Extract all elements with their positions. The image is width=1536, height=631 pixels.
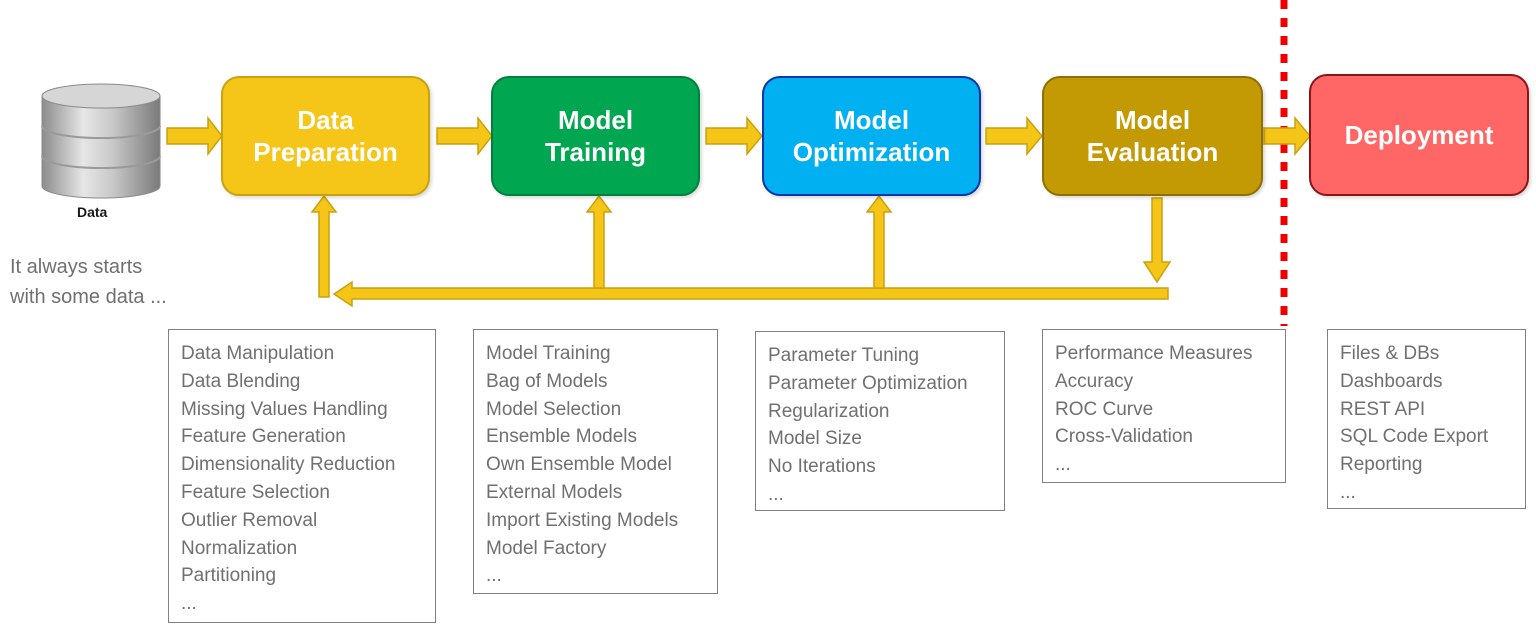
flow-arrow-data-to-preparation (166, 115, 223, 157)
note-item: SQL Code Export (1340, 426, 1489, 448)
note-item: Own Ensemble Model (486, 454, 672, 476)
intro-text: It always starts with some data ... (10, 252, 230, 312)
note-item: ... (768, 483, 784, 505)
notes-model-optimization: Parameter Tuning Parameter Optimization … (755, 331, 1005, 511)
note-item: Feature Generation (181, 426, 346, 448)
note-item: ... (1055, 454, 1071, 476)
feedback-arrow-up-to-optimization (865, 194, 893, 289)
stage-model-evaluation: Model Evaluation (1042, 76, 1263, 196)
note-item: Regularization (768, 400, 890, 422)
note-item: Normalization (181, 537, 298, 559)
stage-title-line1: Model (833, 104, 910, 135)
note-item: No Iterations (768, 456, 876, 478)
stage-title-line1: Data (297, 104, 354, 135)
flow-arrow-training-to-optimization (705, 115, 763, 157)
note-item: Parameter Optimization (768, 372, 968, 394)
stage-title-line1: Deployment (1344, 119, 1494, 150)
stage-deployment: Deployment (1309, 74, 1529, 196)
note-item: Import Existing Models (486, 509, 679, 531)
note-item: Dimensionality Reduction (181, 454, 396, 476)
note-item: ... (1340, 481, 1356, 503)
note-item: Partitioning (181, 565, 277, 587)
note-item: Accuracy (1055, 370, 1134, 392)
note-item: ... (486, 565, 502, 587)
data-caption: Data (77, 204, 108, 220)
stage-model-optimization: Model Optimization (762, 76, 981, 196)
note-item: External Models (486, 481, 623, 503)
stage-title-line2: Preparation (253, 137, 398, 167)
note-item: ROC Curve (1055, 398, 1154, 420)
note-item: Model Factory (486, 537, 607, 559)
stage-data-preparation: Data Preparation (221, 76, 430, 196)
flow-arrow-evaluation-to-deployment (1263, 115, 1311, 157)
stage-title-line2: Evaluation (1086, 137, 1219, 167)
database-icon (41, 83, 161, 199)
feedback-loop-bar (332, 280, 1169, 308)
intro-line-2: with some data ... (10, 286, 167, 308)
note-item: Outlier Removal (181, 509, 318, 531)
note-item: Data Manipulation (181, 343, 335, 364)
note-item: Performance Measures (1055, 343, 1253, 364)
note-item: Model Size (768, 428, 862, 450)
notes-data-preparation: Data Manipulation Data Blending Missing … (168, 329, 436, 623)
notes-model-evaluation: Performance Measures Accuracy ROC Curve … (1042, 329, 1286, 483)
note-item: Missing Values Handling (181, 398, 388, 420)
note-item: Feature Selection (181, 481, 330, 503)
stage-model-training: Model Training (491, 76, 700, 196)
note-item: Ensemble Models (486, 426, 638, 448)
flow-arrow-optimization-to-evaluation (985, 115, 1043, 157)
note-item: Bag of Models (486, 370, 608, 392)
note-item: Dashboards (1340, 370, 1443, 392)
stage-title-line2: Optimization (792, 137, 951, 167)
note-item: Model Selection (486, 398, 622, 420)
feedback-arrow-up-to-preparation (310, 194, 338, 298)
stage-title-line1: Model (557, 104, 634, 135)
notes-deployment: Files & DBs Dashboards REST API SQL Code… (1327, 329, 1526, 509)
note-item: Reporting (1340, 454, 1423, 476)
note-item: Data Blending (181, 370, 301, 392)
note-item: Files & DBs (1340, 343, 1440, 364)
note-item: Parameter Tuning (768, 345, 920, 366)
notes-model-training: Model Training Bag of Models Model Selec… (473, 329, 718, 594)
note-item: Cross-Validation (1055, 426, 1193, 448)
feedback-arrow-up-to-training (585, 194, 613, 289)
stage-title-line1: Model (1114, 104, 1191, 135)
feedback-arrow-down-from-evaluation (1142, 197, 1172, 284)
note-item: ... (181, 593, 197, 615)
note-item: REST API (1340, 398, 1426, 420)
intro-line-1: It always starts (10, 256, 143, 278)
flow-arrow-preparation-to-training (436, 115, 493, 157)
note-item: Model Training (486, 343, 611, 364)
stage-title-line2: Training (544, 137, 647, 167)
